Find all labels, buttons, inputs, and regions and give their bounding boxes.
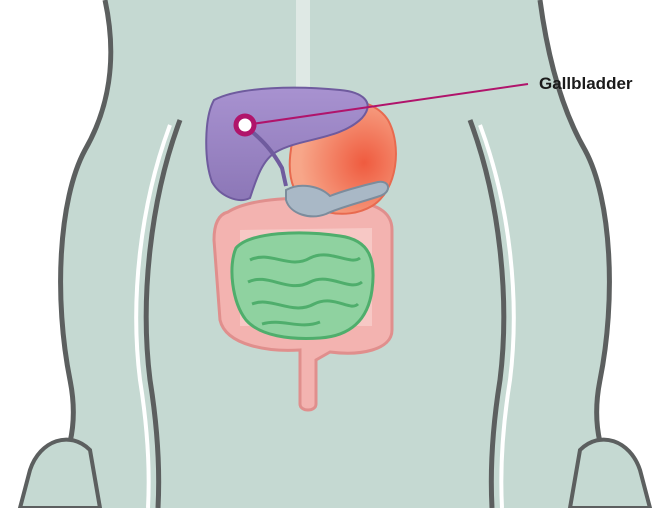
left-hand [20, 440, 100, 508]
gallbladder-marker [236, 116, 254, 134]
small-intestine [232, 233, 373, 339]
right-hand [570, 440, 650, 508]
gallbladder-label: Gallbladder [539, 74, 633, 93]
spine-highlight [296, 0, 310, 90]
